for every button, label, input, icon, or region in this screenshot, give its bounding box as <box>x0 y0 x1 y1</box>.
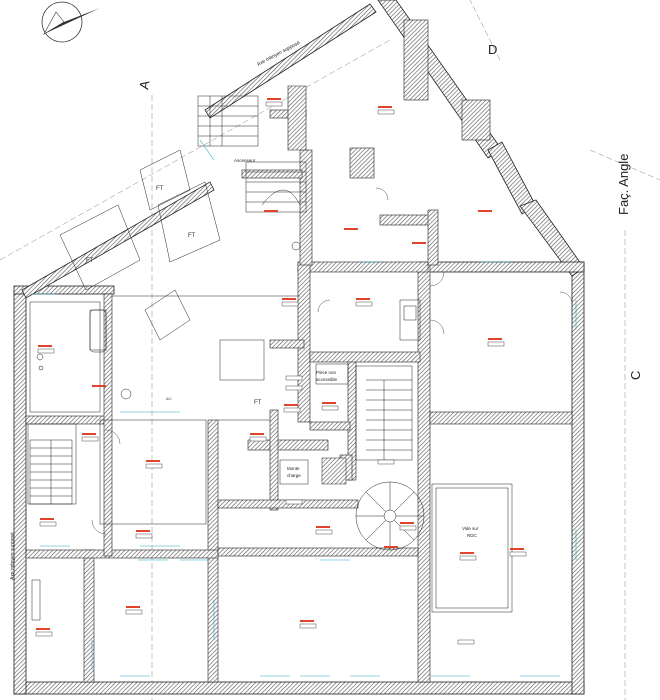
door-swings <box>91 187 573 535</box>
annotations-red <box>36 98 524 630</box>
ac-label: A/C <box>166 397 172 401</box>
ft-label-4: FT <box>254 400 262 406</box>
facade-angle-label: Faç. Angle <box>616 154 631 215</box>
ft-label-2: FT <box>188 233 196 239</box>
piece-non-accessible-line2: accessible <box>316 377 338 382</box>
vide-rdc-line1: Vide sur <box>462 526 479 531</box>
north-arrow-icon <box>41 1 100 43</box>
monte-charge-line1: Monte <box>287 466 300 471</box>
axis-label-d: D <box>488 42 497 57</box>
piece-non-accessible-line1: Pièce non <box>316 370 337 375</box>
shaft-hatch <box>321 457 347 485</box>
ascenseur-label: Ascenseur <box>234 158 256 163</box>
fixtures <box>31 241 417 621</box>
stairs <box>29 95 425 551</box>
vide-rdc-line2: RDC <box>467 533 477 538</box>
ft-label-1: FT <box>86 258 94 264</box>
outer-walls <box>13 0 585 695</box>
value-boxes <box>35 101 527 645</box>
axis-label-a: A <box>136 79 152 90</box>
thin-lines <box>27 149 513 613</box>
annotations-cyan <box>30 139 577 677</box>
inner-walls <box>25 19 573 683</box>
axis-label-c: C <box>628 371 643 380</box>
ft-label-3: FT <box>156 186 164 192</box>
monte-charge-line2: charge <box>287 473 301 478</box>
axe-mitoyen-left: Axe mitoyen supposé <box>10 532 16 580</box>
